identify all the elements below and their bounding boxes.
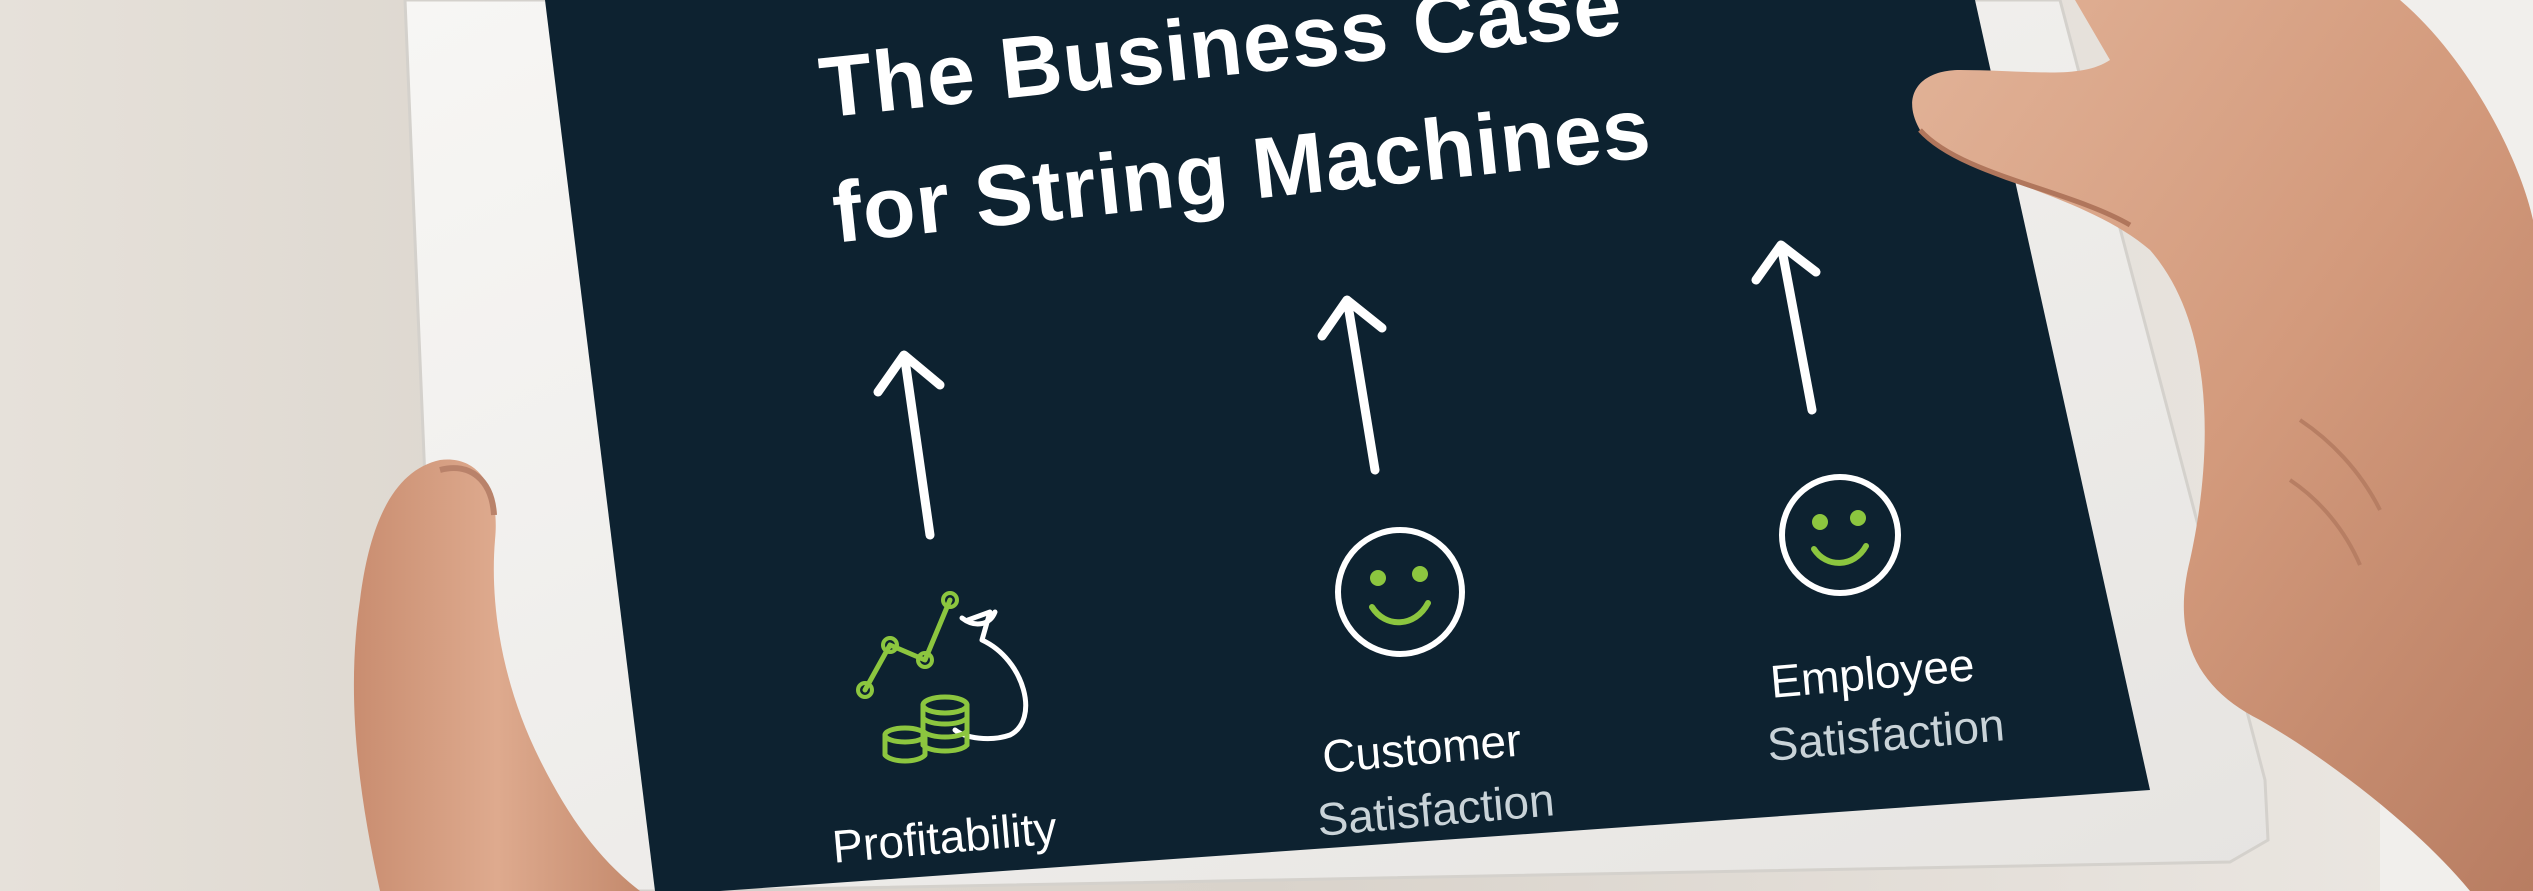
right-hand xyxy=(1912,0,2533,891)
left-hand xyxy=(353,459,640,891)
up-arrow-3-icon xyxy=(1751,240,1821,415)
money-growth-icon xyxy=(856,591,1029,764)
tablet-screen xyxy=(545,0,2150,891)
smiley-face-icon xyxy=(1779,474,1901,596)
up-arrow-2-icon xyxy=(1317,295,1387,475)
up-arrow-1-icon xyxy=(873,350,945,540)
smiley-face-icon xyxy=(1335,527,1465,657)
